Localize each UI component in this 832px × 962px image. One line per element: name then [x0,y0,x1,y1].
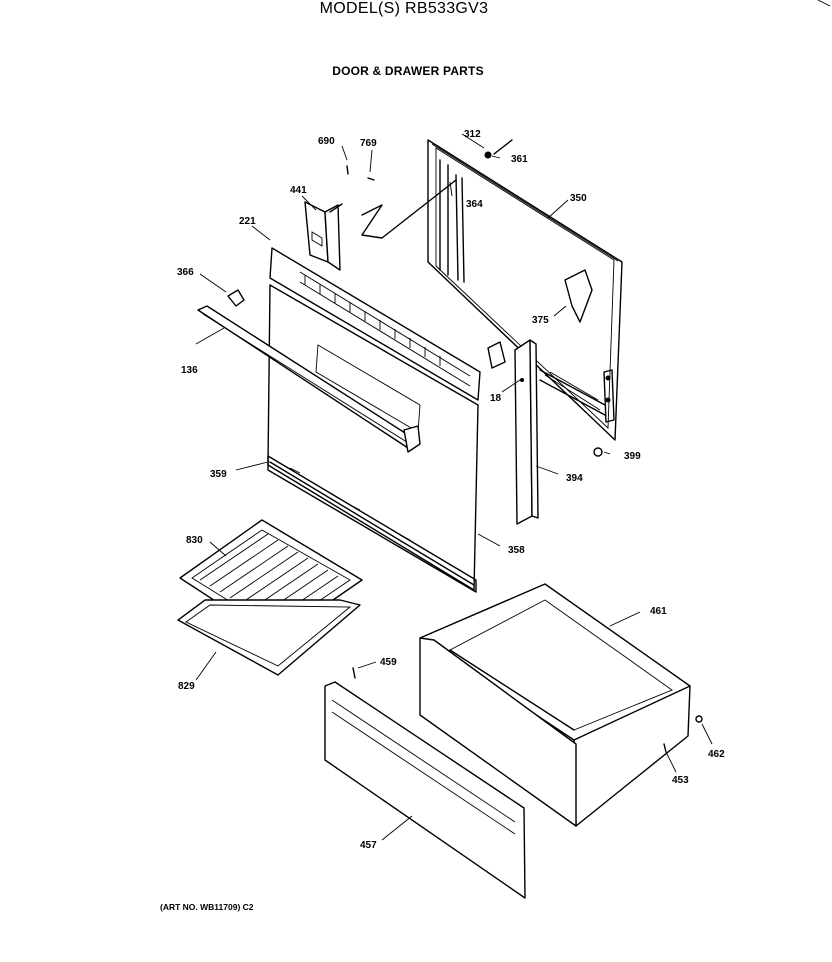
model-title: MODEL(S) RB533GV3 [319,0,489,17]
label-457: 457 [360,840,377,851]
label-769: 769 [360,138,377,149]
hinge-394 [487,339,539,525]
corner-mark [817,0,831,7]
label-690: 690 [318,136,335,147]
label-350: 350 [570,193,587,204]
label-366: 366 [177,267,194,278]
clip-462 [695,715,703,723]
label-453: 453 [672,775,689,786]
label-829: 829 [178,681,195,692]
label-361: 361 [511,154,528,165]
label-221: 221 [239,216,256,227]
screw-690 [346,165,349,175]
label-358: 358 [508,545,525,556]
hinge-441 [304,201,343,271]
bumper-312 [484,151,492,159]
door-panel-221 [267,247,481,593]
label-394: 394 [566,473,583,484]
label-136: 136 [181,365,198,376]
label-462: 462 [708,749,725,760]
broiler-pan-829 [177,599,361,676]
label-399: 399 [624,451,641,462]
handle-136 [197,305,421,453]
screw-769 [367,177,375,181]
screw-459 [352,667,356,679]
nut-399 [593,447,603,457]
screw-361 [493,139,513,155]
leader-lines [195,133,713,841]
label-375: 375 [532,315,549,326]
drawer-front-457 [324,681,526,899]
clip-366 [227,289,245,307]
label-359: 359 [210,469,227,480]
label-18: 18 [490,393,502,404]
label-312: 312 [464,129,481,140]
drawer-body-461 [419,583,691,827]
art-number: (ART NO. WB11709) C2 [160,902,254,912]
screw-453 [663,743,667,753]
label-441: 441 [290,185,307,196]
door-liner-350 [427,139,623,441]
label-830: 830 [186,535,203,546]
bracket-375 [564,269,593,323]
label-364: 364 [466,199,483,210]
connector-line [361,179,457,239]
section-title: DOOR & DRAWER PARTS [332,64,484,78]
label-461: 461 [650,606,667,617]
label-459: 459 [380,657,397,668]
